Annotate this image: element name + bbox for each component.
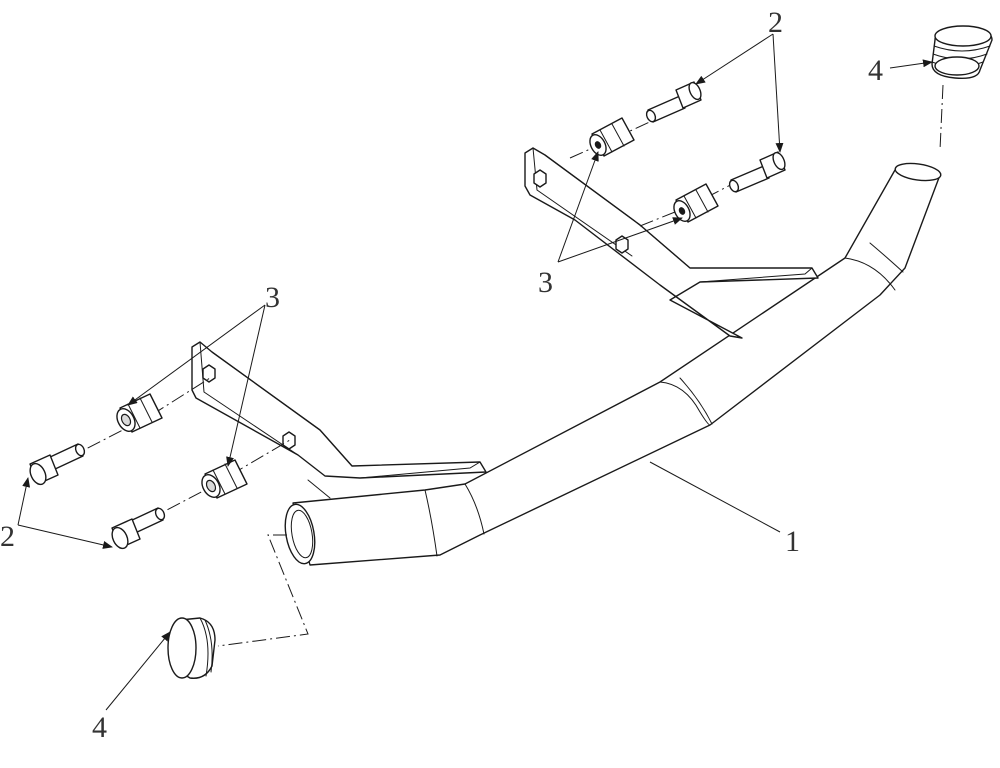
callout-part-3-lower: 3: [265, 281, 280, 314]
callout-leaders: [17, 33, 933, 711]
standoff-upper-b: [673, 183, 719, 223]
callout-part-3-upper: 3: [538, 266, 553, 299]
bolt-upper-b: [728, 151, 786, 193]
lower-bracket: [191, 341, 487, 499]
standoff-lower-b: [201, 459, 248, 499]
callout-part-4-upper: 4: [868, 54, 883, 87]
bolt-upper-a: [645, 81, 702, 123]
callout-part-4-lower: 4: [92, 711, 107, 744]
assembly-centerlines: [44, 84, 944, 647]
callout-part-2-upper: 2: [768, 6, 783, 39]
end-cap-lower: [167, 617, 216, 679]
callout-part-1: 1: [785, 525, 800, 558]
standoff-lower-a: [116, 393, 163, 433]
bolt-lower-a: [29, 443, 86, 486]
bolt-lower-b: [111, 507, 166, 550]
main-tube: [284, 162, 942, 566]
end-cap-upper: [931, 25, 993, 80]
callout-part-2-lower: 2: [0, 520, 15, 553]
standoff-upper-a: [589, 117, 635, 157]
